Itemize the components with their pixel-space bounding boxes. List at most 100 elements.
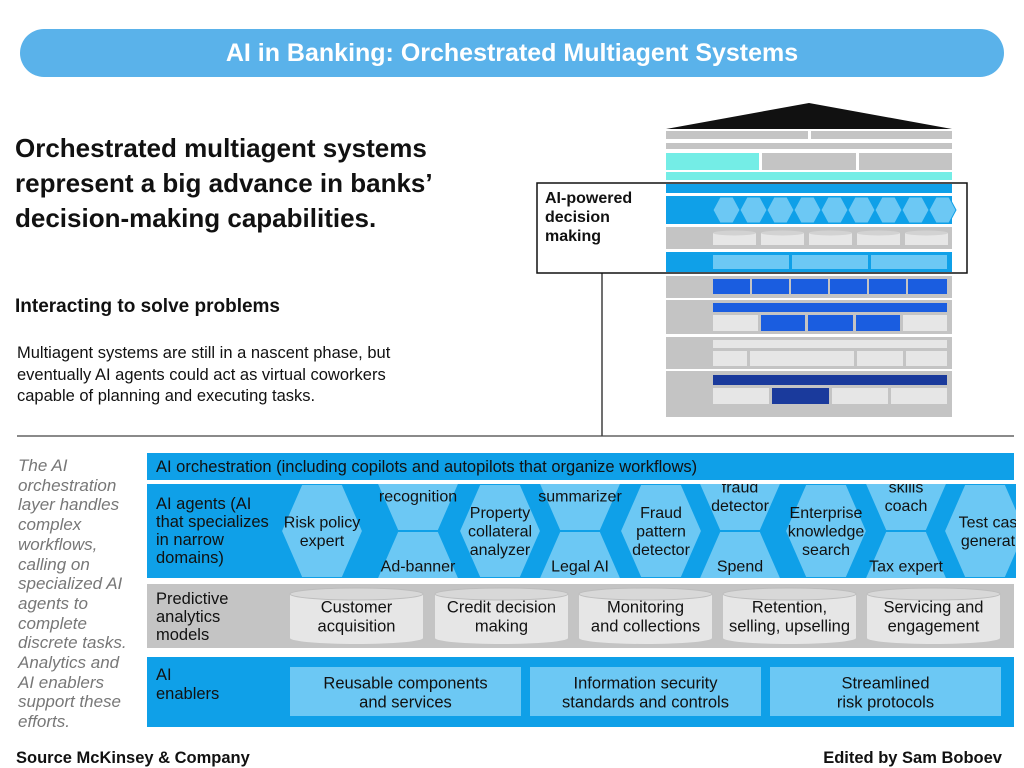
agent-label: recognition [379,489,457,506]
predictive-cylinder [723,594,856,644]
agent-label-line: Enterprise [790,505,863,522]
callout-frame [536,182,968,274]
floor-block [857,351,903,366]
floor-bar [666,172,952,180]
floor-block [762,153,856,170]
predictive-cylinder [579,594,712,644]
mini-cylinder-top [857,230,900,236]
agent-label: Tax expert [869,559,943,576]
agents-label-line: that specializes [156,513,269,531]
enablers-label: AI enablers [156,666,219,703]
callout-label-bg [538,184,664,272]
layer-diagram: AI orchestration (including copilots and… [147,453,1018,727]
predictive-label-item-line: Credit decision [447,598,556,616]
mini-cylinder [761,233,804,245]
cylinder-top [289,587,424,601]
mini-cylinder-top [809,230,852,236]
agent-label-line: collateral [468,524,532,541]
agent-label-line: Legal AI [551,559,609,576]
floor-block [713,388,769,404]
predictive-label-item-line: Retention, [752,598,827,616]
floor-block [713,315,758,331]
floor-block [666,153,759,170]
predictive-label: Predictive analytics models [156,590,233,644]
agent-hexagon [537,530,623,578]
agent-hexagon [783,484,869,578]
mini-cylinder [809,233,852,245]
subheading: Interacting to solve problems [15,296,280,317]
agent-label-line: coach [885,498,928,515]
agent-hexagon [279,484,365,578]
floor-block [856,315,900,331]
cylinder-top [866,587,1001,601]
enabler-box [290,667,521,716]
enabler-box [530,667,761,716]
floor-block [713,340,947,348]
banner-title: AI in Banking: Orchestrated Multiagent S… [225,38,799,67]
floor-block [761,315,805,331]
mini-cylinder [857,233,900,245]
predictive-label-item-line: Monitoring [607,598,684,616]
agent-hexagon [457,484,543,578]
floor-block [713,303,947,312]
floor-bar [666,143,952,149]
mini-cylinder-top [761,230,804,236]
predictive-cylinder [435,594,568,644]
agent-label: Legal AI [551,559,609,576]
enabler-label-line: standards and controls [562,693,729,711]
agent-label: summarizer [538,489,622,506]
agent-label-line: summarizer [538,489,622,506]
predictive-label-item-line: Servicing and [884,598,984,616]
predictive-label-item: Retention,selling, upselling [729,598,850,635]
enabler-box [770,667,1001,716]
floor-block [713,255,789,269]
floor-bar [811,131,952,139]
callout-line: AI-powered [545,190,632,207]
floor-block [903,315,947,331]
floor-block [750,351,854,366]
predictive-label-item-line: acquisition [318,617,396,635]
enabler-label-line: and services [359,693,452,711]
cylinder-top [434,587,569,601]
predictive-label-line: analytics [156,608,220,626]
floor-bar [666,131,808,139]
intro-paragraph: Multiagent systems are still in a nascen… [17,344,391,405]
headline: Orchestrated multiagent systems represen… [15,133,432,233]
agents-label-line: in narrow [156,531,224,549]
orchestration-label: AI orchestration (including copilots and… [156,458,697,476]
predictive-label-line: models [156,626,209,644]
agents-label-line: AI agents (AI [156,495,251,513]
floor-block [772,388,829,404]
building-illustration: AI-powered decision making [17,103,1014,437]
enablers-label-line: enablers [156,685,219,703]
agent-hexagon [697,530,783,578]
mini-cylinder [905,233,948,245]
agent-label-line: Property [470,505,530,522]
agent-hexagon [863,530,949,578]
building-roof [666,103,952,129]
enabler-label-line: Information security [574,674,719,692]
agent-label-line: Test cas [959,514,1018,531]
agent-label-line: detector [632,542,690,559]
predictive-label-item-line: engagement [888,617,980,635]
mini-cylinder [713,233,756,245]
footer-source: Source McKinsey & Company [16,749,250,767]
enabler-label-line: risk protocols [837,693,934,711]
mini-cylinder-top [905,230,948,236]
predictive-label-item-line: and collections [591,617,700,635]
callout-label: AI-powered decision making [545,190,637,245]
cylinder-top [578,587,713,601]
mini-cylinders [713,230,948,245]
